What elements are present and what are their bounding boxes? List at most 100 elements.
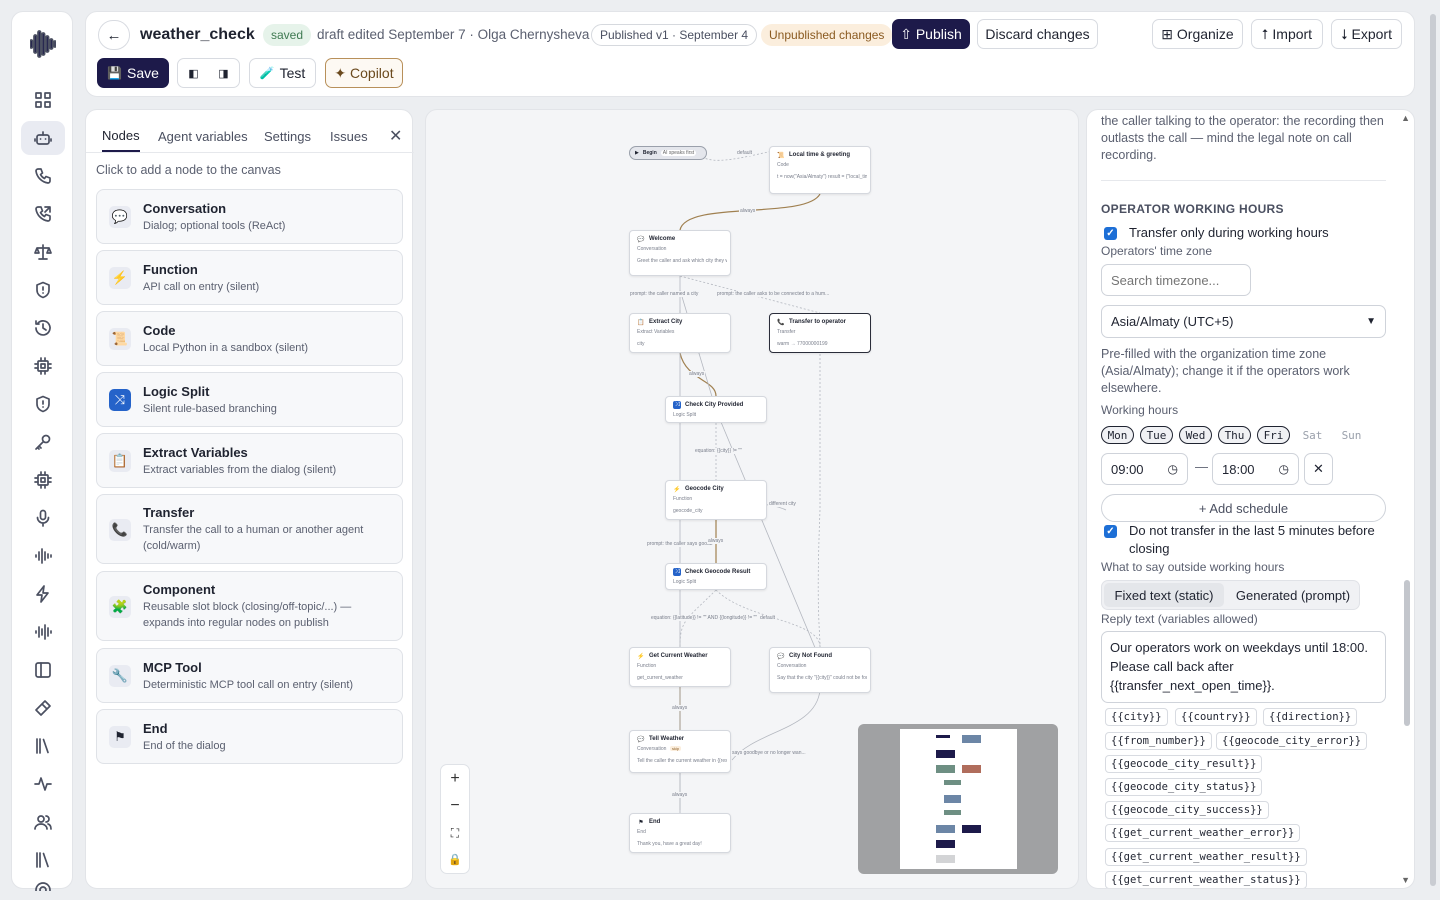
nav-dashboard[interactable] <box>21 83 65 117</box>
flow-node-welcome[interactable]: 💬 Welcome Conversation Greet the caller … <box>629 230 731 276</box>
node-card-logic-split[interactable]: ⤨ Logic Split Silent rule-based branchin… <box>96 372 403 427</box>
nav-models[interactable] <box>21 349 65 383</box>
node-card-code[interactable]: 📜 Code Local Python in a sandbox (silent… <box>96 311 403 366</box>
nav-guardrails[interactable] <box>21 387 65 421</box>
node-card-component[interactable]: 🧩 Component Reusable slot block (closing… <box>96 571 403 641</box>
start-time-input[interactable]: 09:00 ◷ <box>1101 453 1188 485</box>
nav-settings[interactable] <box>21 881 65 891</box>
nav-compliance[interactable] <box>21 235 65 269</box>
import-button[interactable]: ⭡ Import <box>1251 19 1323 49</box>
back-button[interactable]: ← <box>98 20 130 50</box>
minimap[interactable] <box>858 724 1058 874</box>
organize-button[interactable]: ⊞ Organize <box>1152 19 1243 49</box>
tab-issues[interactable]: Issues <box>330 128 368 144</box>
flow-node-city-not-found[interactable]: 💬 City Not Found Conversation Say that t… <box>769 647 871 693</box>
copilot-button[interactable]: ✦ Copilot <box>325 58 403 88</box>
mode-static-option[interactable]: Fixed text (static) <box>1104 583 1224 607</box>
nav-docs[interactable] <box>21 843 65 877</box>
flow-node-tell-weather[interactable]: 💬 Tell Weather Conversation Tell the cal… <box>629 730 731 773</box>
end-time-input[interactable]: 18:00 ◷ <box>1212 453 1299 485</box>
nav-analytics[interactable] <box>21 767 65 801</box>
transfer-only-checkbox[interactable]: ✓ <box>1104 227 1117 240</box>
flow-node-end[interactable]: ⚑ End End Thank you, have a great day! <box>629 813 731 853</box>
node-card-mcp-tool[interactable]: 🔧 MCP Tool Deterministic MCP tool call o… <box>96 648 403 703</box>
panel-icon <box>35 662 51 678</box>
export-button[interactable]: ⭣ Export <box>1331 19 1402 49</box>
nav-team[interactable] <box>21 805 65 839</box>
zoom-out-button[interactable]: − <box>450 797 460 814</box>
nav-tools[interactable] <box>21 691 65 725</box>
variable-chip[interactable]: {{geocode_city_status}} <box>1105 778 1263 796</box>
variable-chip[interactable]: {{direction}} <box>1263 708 1358 726</box>
variable-chip[interactable]: {{geocode_city_result}} <box>1105 755 1263 773</box>
tab-settings[interactable]: Settings <box>264 128 311 144</box>
flow-node-geocode-city[interactable]: ⚡ Geocode City Function geocode_city <box>665 480 767 520</box>
nav-security[interactable] <box>21 273 65 307</box>
save-button[interactable]: 💾 Save <box>97 58 169 88</box>
test-button[interactable]: 🧪 Test <box>249 58 316 88</box>
day-tue[interactable]: Tue <box>1140 426 1173 444</box>
day-sat[interactable]: Sat <box>1302 428 1323 442</box>
flow-node-check-city[interactable]: ⤨ Check City Provided Logic Split <box>665 396 767 423</box>
variable-chip[interactable]: {{from_number}} <box>1105 732 1212 750</box>
nav-history[interactable] <box>21 311 65 345</box>
day-mon[interactable]: Mon <box>1101 426 1134 444</box>
nav-library[interactable] <box>21 729 65 763</box>
scroll-down-arrow[interactable]: ▼ <box>1401 875 1410 885</box>
variable-chip[interactable]: {{get_current_weather_result}} <box>1105 848 1307 866</box>
variable-chip[interactable]: {{city}} <box>1105 708 1168 726</box>
tab-nodes[interactable]: Nodes <box>102 120 140 152</box>
right-panel-toggle-icon[interactable]: ◨ <box>218 67 229 80</box>
variable-chip[interactable]: {{get_current_weather_error}} <box>1105 824 1301 842</box>
page-scrollbar[interactable] <box>1430 14 1436 886</box>
close-panel-icon[interactable]: ✕ <box>389 128 403 145</box>
timezone-search-input[interactable] <box>1101 264 1251 296</box>
nav-audio[interactable] <box>21 539 65 573</box>
node-card-transfer[interactable]: 📞 Transfer Transfer the call to a human … <box>96 494 403 564</box>
settings-scrollbar[interactable] <box>1404 580 1410 726</box>
nav-outbound[interactable] <box>21 197 65 231</box>
day-thu[interactable]: Thu <box>1218 426 1251 444</box>
node-card-end[interactable]: ⚑ End End of the dialog <box>96 709 403 764</box>
variable-chip[interactable]: {{geocode_city_error}} <box>1216 732 1368 750</box>
discard-changes-button[interactable]: Discard changes <box>977 19 1098 49</box>
flow-node-local-time[interactable]: 📜 Local time & greeting Code t = now("As… <box>769 146 871 194</box>
flow-node-check-geocode[interactable]: ⤨ Check Geocode Result Logic Split <box>665 563 767 590</box>
day-sun[interactable]: Sun <box>1341 428 1362 442</box>
flow-node-extract-city[interactable]: 📋 Extract City Extract Variables city <box>629 313 731 353</box>
mode-prompt-option[interactable]: Generated (prompt) <box>1235 587 1351 603</box>
node-card-function[interactable]: ⚡ Function API call on entry (silent) <box>96 250 403 305</box>
nav-compute[interactable] <box>21 463 65 497</box>
shield-icon <box>36 281 50 299</box>
nav-agents[interactable] <box>21 121 65 155</box>
begin-node[interactable]: ▶ Begin AI speaks first <box>629 146 707 160</box>
node-card-conversation[interactable]: 💬 Conversation Dialog; optional tools (R… <box>96 189 403 244</box>
add-schedule-button[interactable]: + Add schedule <box>1101 494 1386 522</box>
flow-node-transfer-operator[interactable]: 📞 Transfer to operator Transfer warm → 7… <box>769 313 871 353</box>
left-panel-toggle-icon[interactable]: ◧ <box>188 67 199 80</box>
tab-agent-variables[interactable]: Agent variables <box>158 128 248 144</box>
variable-chip[interactable]: {{get_current_weather_status}} <box>1105 871 1307 888</box>
fit-view-button[interactable]: ⛶ <box>450 825 460 840</box>
nav-speech[interactable] <box>21 615 65 649</box>
day-wed[interactable]: Wed <box>1179 426 1212 444</box>
nav-layout[interactable] <box>21 653 65 687</box>
flow-node-get-weather[interactable]: ⚡ Get Current Weather Function get_curre… <box>629 647 731 687</box>
timezone-select[interactable]: Asia/Almaty (UTC+5) ▼ <box>1101 305 1386 338</box>
zoom-in-button[interactable]: + <box>450 770 460 787</box>
node-card-extract-variables[interactable]: 📋 Extract Variables Extract variables fr… <box>96 433 403 488</box>
nav-keys[interactable] <box>21 425 65 459</box>
variable-chip[interactable]: {{geocode_city_success}} <box>1105 801 1269 819</box>
nav-functions[interactable] <box>21 577 65 611</box>
remove-hours-button[interactable]: ✕ <box>1304 453 1333 485</box>
publish-button[interactable]: ⇧ Publish <box>892 19 970 49</box>
day-fri[interactable]: Fri <box>1257 426 1290 444</box>
variable-chip[interactable]: {{country}} <box>1175 708 1257 726</box>
nav-calls[interactable] <box>21 159 65 193</box>
nav-voice[interactable] <box>21 501 65 535</box>
scroll-up-arrow[interactable]: ▲ <box>1401 113 1410 123</box>
lock-button[interactable]: 🔒 <box>448 853 462 866</box>
reply-textarea[interactable]: Our operators work on weekdays until 18:… <box>1101 631 1386 703</box>
no-transfer-closing-checkbox[interactable]: ✓ <box>1104 525 1117 538</box>
flow-canvas[interactable]: ▶ Begin AI speaks first 📜 Local time & g… <box>425 109 1079 889</box>
